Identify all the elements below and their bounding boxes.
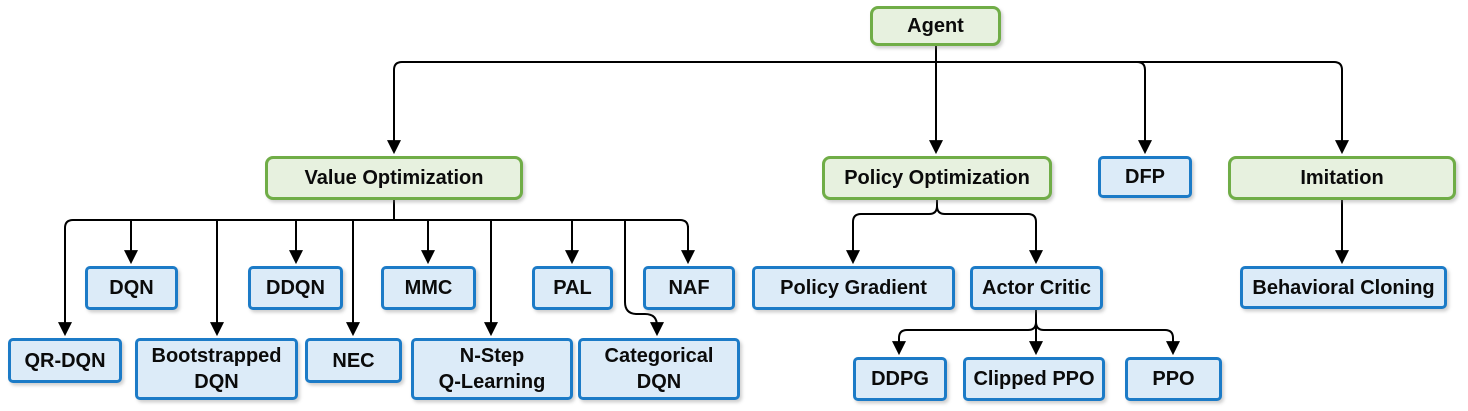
node-clipped-ppo: Clipped PPO: [963, 357, 1105, 401]
node-ppo: PPO: [1125, 357, 1222, 401]
node-nec: NEC: [305, 338, 402, 383]
edge-po-policy-gradient: [846, 200, 938, 265]
node-ddqn: DDQN: [248, 266, 343, 310]
edge-agent-value-optimization: [387, 61, 936, 155]
edge-agent-imitation: [936, 61, 1349, 155]
node-ddpg: DDPG: [853, 357, 947, 401]
edge-vo-qr-dqn: [58, 219, 689, 337]
edge-ac-ddpg: [892, 310, 1037, 356]
edge-ac-ppo: [1035, 321, 1180, 356]
node-agent: Agent: [870, 6, 1001, 46]
node-behavioral-cloning: Behavioral Cloning: [1240, 266, 1447, 309]
node-value-optimization: Value Optimization: [265, 156, 523, 200]
node-qr-dqn: QR-DQN: [8, 338, 122, 383]
node-pal: PAL: [532, 266, 613, 310]
node-naf: NAF: [643, 266, 735, 310]
edge-agent-dfp: [936, 61, 1152, 155]
node-actor-critic: Actor Critic: [970, 266, 1103, 310]
node-n-step-q-learning: N-Step Q-Learning: [411, 338, 573, 400]
node-bootstrapped-dqn: Bootstrapped DQN: [135, 338, 298, 400]
node-categorical-dqn: Categorical DQN: [578, 338, 740, 400]
node-dqn: DQN: [85, 266, 178, 310]
edge-vo-categorical-dqn: [624, 220, 664, 337]
node-dfp: DFP: [1098, 156, 1192, 198]
edge-po-actor-critic: [936, 205, 1043, 265]
node-policy-optimization: Policy Optimization: [822, 156, 1052, 200]
node-imitation: Imitation: [1228, 156, 1456, 200]
node-policy-gradient: Policy Gradient: [752, 266, 955, 310]
node-mmc: MMC: [381, 266, 476, 310]
